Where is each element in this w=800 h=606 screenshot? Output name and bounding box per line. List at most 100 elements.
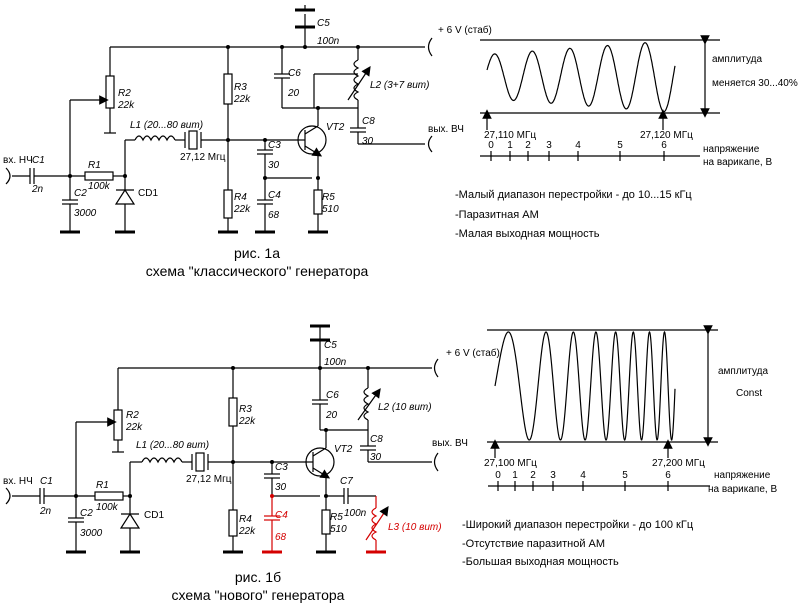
bottom-c2-label: C2 xyxy=(80,508,93,519)
bottom-c8-value: 30 xyxy=(370,452,382,463)
top-r1-label: R1 xyxy=(88,160,101,171)
bottom-freq-left: 27,100 МГц xyxy=(484,458,537,469)
bottom-vt2-label: VT2 xyxy=(334,444,353,455)
voltage-tick-label: 3 xyxy=(546,140,552,151)
top-circuit: C5 100n + 6 V (стаб) R2 22k вх. НЧ C1 2n… xyxy=(3,5,492,279)
top-input-label: вх. НЧ xyxy=(3,155,33,166)
top-output-terminal xyxy=(427,135,433,153)
voltage-tick-label: 0 xyxy=(488,140,494,151)
bottom-caption-2: схема "нового" генератора xyxy=(172,587,345,603)
top-input-terminal xyxy=(5,167,11,185)
bottom-r5-label: R5 xyxy=(330,512,343,523)
bottom-r1-value: 100k xyxy=(96,502,119,513)
top-c5-label: C5 xyxy=(317,18,330,29)
top-freq-left: 27,110 МГц xyxy=(484,130,536,141)
top-r5-value: 510 xyxy=(322,204,339,215)
top-waveform: амплитуда меняется 30...40% 27,110 МГц 2… xyxy=(455,35,798,240)
top-caption-1: рис. 1а xyxy=(234,245,280,261)
top-c1-label: C1 xyxy=(32,155,45,166)
top-amp-label: амплитуда xyxy=(712,54,762,65)
bottom-note-3: -Большая выходная мощность xyxy=(462,556,619,568)
top-l2-label: L2 (3+7 вит) xyxy=(370,80,429,91)
bottom-power-terminal xyxy=(433,358,439,378)
voltage-tick-label: 0 xyxy=(495,470,501,481)
voltage-tick-label: 3 xyxy=(550,470,556,481)
voltage-tick-label: 4 xyxy=(580,470,586,481)
bottom-output-label: вых. ВЧ xyxy=(432,438,468,449)
top-c4-label: C4 xyxy=(268,190,281,201)
bottom-output-terminal xyxy=(433,452,439,472)
top-c5-value: 100n xyxy=(317,36,340,47)
voltage-tick-label: 6 xyxy=(661,140,667,151)
top-c6-label: C6 xyxy=(288,68,301,79)
voltage-tick-label: 5 xyxy=(617,140,623,151)
voltage-tick-label: 1 xyxy=(512,470,518,481)
bottom-xtal-label: 27,12 Мгц xyxy=(186,474,232,485)
top-r3-label: R3 xyxy=(234,82,247,93)
top-voltage-label-1: напряжение xyxy=(703,144,760,155)
top-c3-value: 30 xyxy=(268,160,280,171)
bottom-c7-value: 100n xyxy=(344,508,367,519)
bottom-c4-value: 68 xyxy=(275,532,287,543)
top-note-3: -Малая выходная мощность xyxy=(455,228,600,240)
top-c8-value: 30 xyxy=(362,136,374,147)
bottom-c1-value: 2n xyxy=(39,506,52,517)
bottom-voltage-label-1: напряжение xyxy=(714,470,771,481)
top-caption-2: схема "классического" генератора xyxy=(146,263,369,279)
top-vt2-label: VT2 xyxy=(326,122,345,133)
top-freq-right: 27,120 МГц xyxy=(640,130,693,141)
top-r2-value: 22k xyxy=(117,100,135,111)
top-r4-value: 22k xyxy=(233,204,251,215)
top-cd1-label: CD1 xyxy=(138,188,158,199)
bottom-freq-right: 27,200 МГц xyxy=(652,458,705,469)
top-xtal-label: 27,12 Мгц xyxy=(180,152,226,163)
bottom-r3-label: R3 xyxy=(239,404,252,415)
top-c1-value: 2n xyxy=(31,184,44,195)
top-c6-value: 20 xyxy=(287,88,300,99)
top-r1-value: 100k xyxy=(88,181,111,192)
bottom-c2-value: 3000 xyxy=(80,528,103,539)
top-note-2: -Паразитная АМ xyxy=(455,209,539,221)
bottom-l2-label: L2 (10 вит) xyxy=(378,402,432,413)
bottom-r2-label: R2 xyxy=(126,410,139,421)
bottom-chirp-wave xyxy=(494,330,676,442)
bottom-voltage-label-2: на варикапе, В xyxy=(708,484,777,495)
top-power-terminal xyxy=(427,37,433,57)
voltage-tick-label: 2 xyxy=(530,470,536,481)
top-c4-value: 68 xyxy=(268,210,280,221)
bottom-c3-label: C3 xyxy=(275,462,288,473)
top-c2-label: C2 xyxy=(74,188,87,199)
bottom-c5-label: C5 xyxy=(324,340,337,351)
bottom-l1-label: L1 (20...80 вит) xyxy=(136,440,209,451)
voltage-tick-label: 4 xyxy=(575,140,581,151)
top-r2-label: R2 xyxy=(118,88,131,99)
bottom-r4-label: R4 xyxy=(239,514,252,525)
bottom-c6-value: 20 xyxy=(325,410,338,421)
bottom-c4-label: C4 xyxy=(275,510,288,521)
bottom-c7-label: C7 xyxy=(340,476,353,487)
bottom-c5-value: 100n xyxy=(324,357,347,368)
bottom-r1-label: R1 xyxy=(96,480,109,491)
bottom-c6-label: C6 xyxy=(326,390,339,401)
top-voltage-label-2: на варикапе, В xyxy=(703,157,772,168)
top-sine-wave xyxy=(486,42,676,113)
voltage-tick-label: 5 xyxy=(622,470,628,481)
bottom-note-2: -Отсутствие паразитной АМ xyxy=(462,538,605,550)
bottom-l3-label: L3 (10 вит) xyxy=(388,522,442,533)
bottom-caption-1: рис. 1б xyxy=(235,569,281,585)
bottom-amp-value: Const xyxy=(736,388,762,399)
top-note-1: -Малый диапазон перестройки - до 10...15… xyxy=(455,189,692,201)
bottom-r4-value: 22k xyxy=(238,526,256,537)
top-c3-label: C3 xyxy=(268,140,281,151)
bottom-input-label: вх. НЧ xyxy=(3,476,33,487)
bottom-r5-value: 510 xyxy=(330,524,347,535)
top-r5-label: R5 xyxy=(322,192,335,203)
bottom-input-terminal xyxy=(5,487,11,505)
bottom-circuit: C5 100n + 6 V (стаб) R2 22k вх. НЧ C1 2n… xyxy=(3,324,500,603)
voltage-tick-label: 2 xyxy=(525,140,531,151)
bottom-c3-value: 30 xyxy=(275,482,287,493)
